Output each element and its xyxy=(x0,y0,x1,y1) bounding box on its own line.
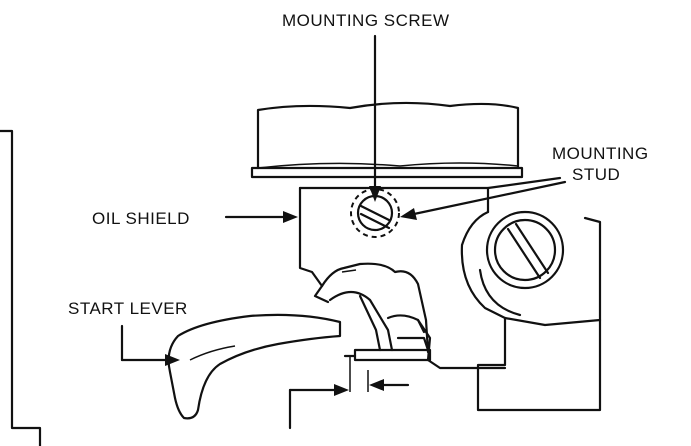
oil-shield-label: OIL SHIELD xyxy=(92,209,190,228)
adjusting-screw-icon xyxy=(485,210,565,290)
start-lever-label: START LEVER xyxy=(68,299,188,318)
mounting-stud-label-line1: MOUNTING xyxy=(552,144,649,163)
oil-shield-leader xyxy=(224,211,298,223)
mounting-screw-leader xyxy=(369,34,381,202)
mounting-stud-label-line2: STUD xyxy=(572,165,620,184)
left-frame-bracket xyxy=(0,129,42,446)
linkage-mechanism xyxy=(328,290,507,370)
gap-dimension xyxy=(288,356,410,430)
start-lever xyxy=(167,313,342,420)
mounting-stud-leader xyxy=(400,180,567,220)
oil-shield-plate xyxy=(298,176,562,354)
right-assembly xyxy=(460,210,602,412)
start-lever-leader xyxy=(120,324,180,366)
mounting-screw-label: MOUNTING SCREW xyxy=(282,11,450,30)
upper-housing xyxy=(250,101,524,179)
